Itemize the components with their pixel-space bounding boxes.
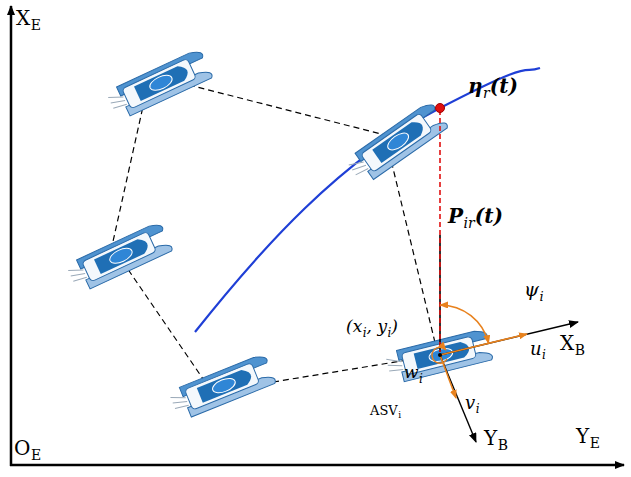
vessel-name-label: ASV — [370, 404, 398, 417]
position-label: , y — [367, 318, 387, 335]
body-x-axis-label: B — [575, 343, 585, 357]
surge-velocity-label: i — [542, 349, 546, 361]
position-label: i — [363, 327, 367, 339]
reference-trajectory-label: (t) — [490, 76, 518, 96]
body-x-axis-label: X — [560, 333, 574, 353]
yaw-rate-label: w — [404, 364, 419, 381]
heading-angle-label: ψ — [524, 280, 539, 299]
yaw-rate-label: i — [419, 373, 423, 385]
sway-velocity-label: v — [465, 394, 475, 412]
earth-y-axis-label: Y — [576, 426, 589, 446]
body-y-axis-label: B — [498, 438, 508, 452]
reference-trajectory-label: η — [468, 76, 483, 96]
surge-velocity-label: u — [530, 340, 542, 358]
position-label: ) — [391, 318, 398, 335]
earth-origin-label: E — [31, 448, 41, 462]
position-label: i — [388, 327, 392, 339]
earth-y-axis-label: E — [590, 436, 600, 450]
reference-trajectory-label: r — [483, 86, 490, 100]
position-label: (x — [346, 318, 362, 335]
earth-x-axis-label: E — [31, 18, 41, 32]
tracking-error-label: (t) — [475, 206, 503, 226]
tracking-error-label: P — [448, 206, 463, 226]
vessel-name-label: i — [398, 411, 401, 420]
heading-angle-label: i — [539, 290, 543, 303]
body-y-axis-label: Y — [484, 428, 497, 448]
earth-origin-label: O — [14, 438, 30, 458]
tracking-error-label: ir — [464, 216, 475, 230]
earth-x-axis-label: X — [16, 8, 30, 28]
sway-velocity-label: i — [476, 403, 480, 415]
